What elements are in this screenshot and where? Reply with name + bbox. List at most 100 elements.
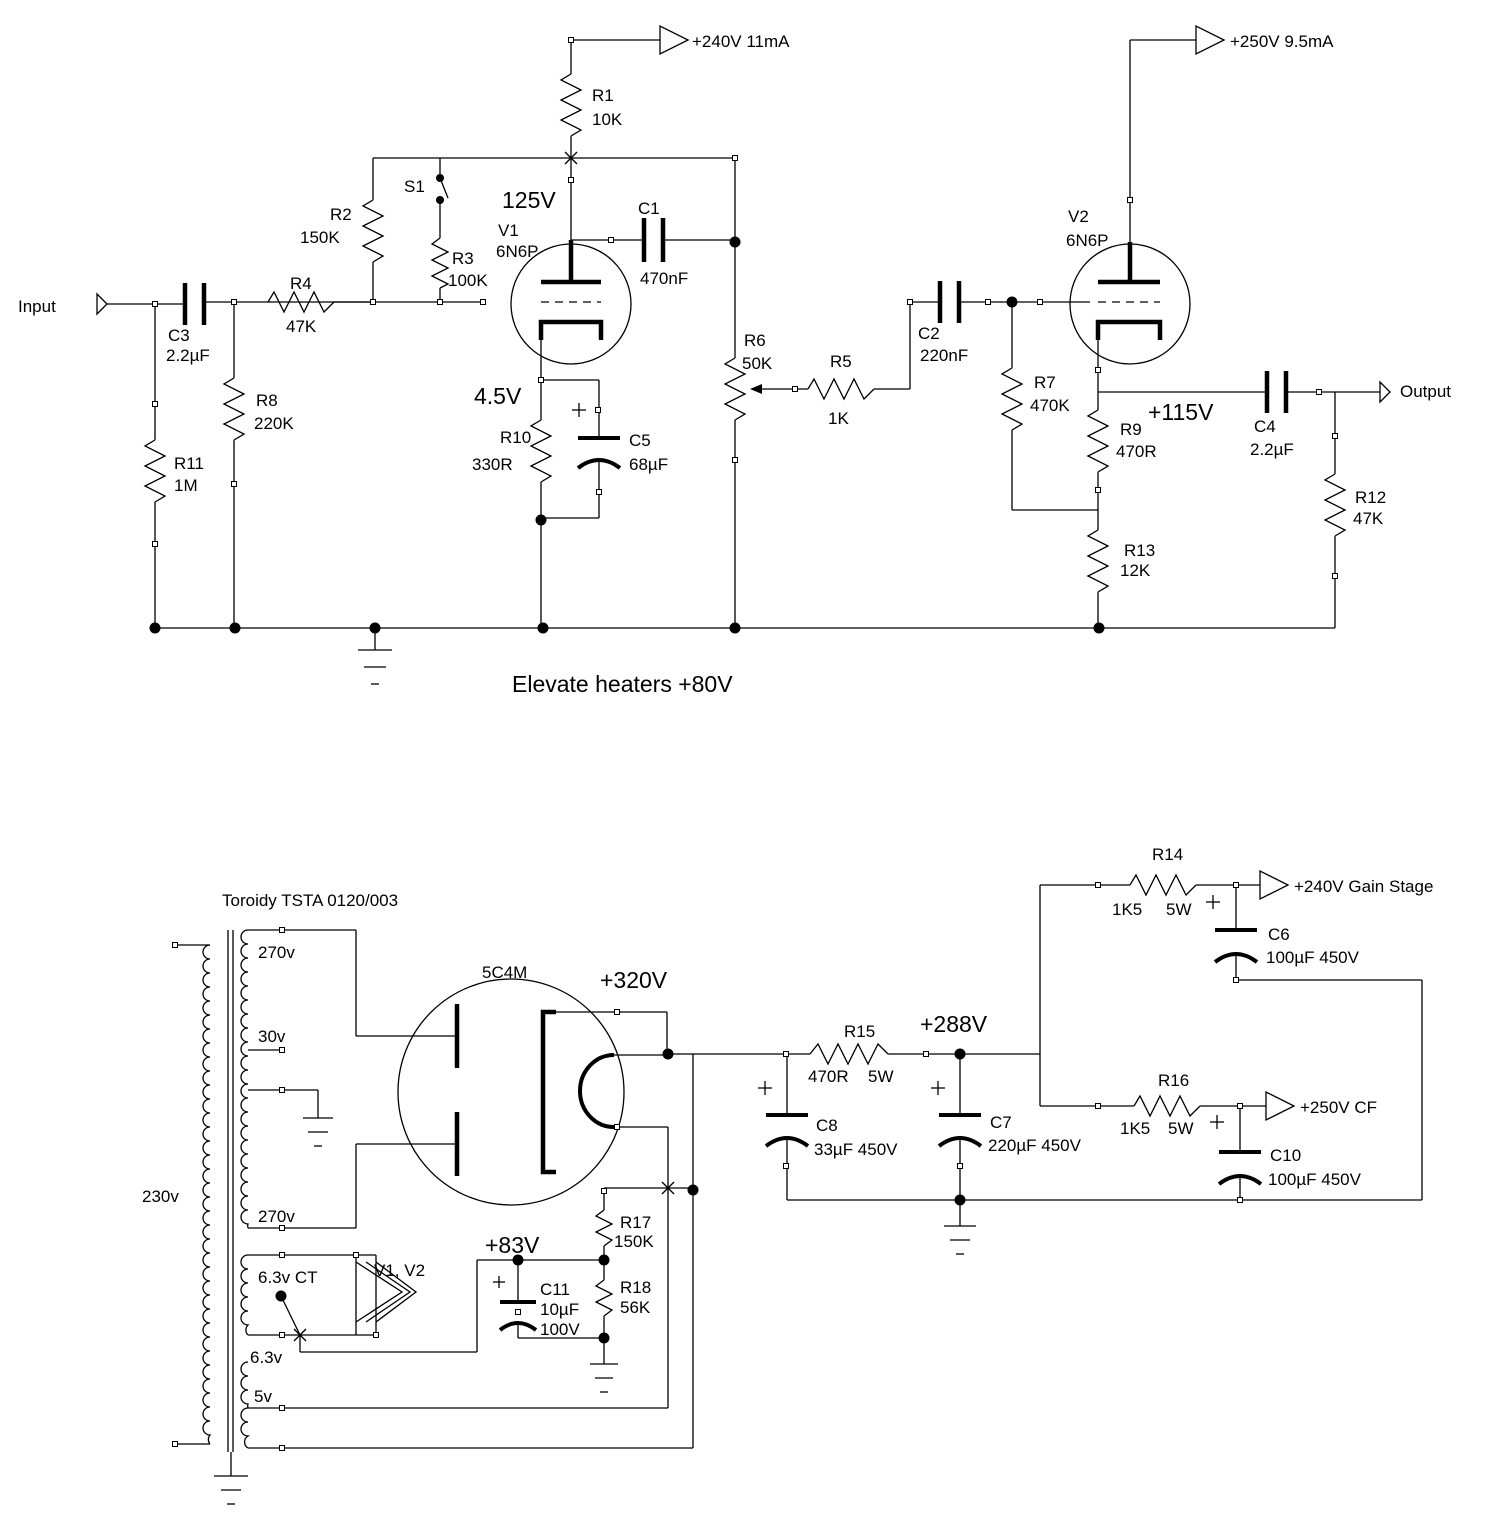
c2-ref: C2 — [918, 324, 940, 343]
r18-ref: R18 — [620, 1278, 651, 1297]
pin-marker — [437, 299, 443, 305]
resistor-r10 — [529, 380, 553, 628]
pin-marker — [568, 37, 574, 43]
pin-marker — [279, 1225, 285, 1231]
c1-ref: C1 — [638, 199, 660, 218]
c11-ref: C11 — [540, 1280, 570, 1299]
c1-value: 470nF — [640, 269, 688, 288]
pin-marker — [1237, 1197, 1243, 1203]
pin-marker — [601, 1188, 607, 1194]
resistor-r12 — [1323, 392, 1347, 628]
heater-bias-voltage: +83V — [485, 1232, 540, 1258]
pin-marker — [231, 481, 237, 487]
pin-marker — [279, 927, 285, 933]
pin-marker — [1037, 299, 1043, 305]
transformer — [175, 929, 251, 1505]
heater-5v-label: 5v — [254, 1387, 272, 1406]
c5-value: 68µF — [629, 455, 668, 474]
resistor-r9 — [1086, 392, 1110, 530]
pin-marker — [732, 155, 738, 161]
psu-junction-dots — [275, 1048, 966, 1344]
pin-marker — [152, 401, 158, 407]
pin-marker — [1095, 487, 1101, 493]
c11-value: 10µF — [540, 1300, 579, 1319]
pin-marker — [907, 299, 913, 305]
r7-value: 470K — [1030, 396, 1070, 415]
tube-v1 — [510, 240, 632, 380]
output-label: Output — [1400, 382, 1451, 401]
pin-marker — [595, 407, 601, 413]
r10-ref: R10 — [500, 428, 531, 447]
r16-ref: R16 — [1158, 1071, 1189, 1090]
resistor-r1 — [559, 73, 583, 240]
c5-ref: C5 — [629, 431, 651, 450]
c2-value: 220nF — [920, 346, 968, 365]
sec-top-label: 270v — [258, 943, 295, 962]
pin-marker — [792, 386, 798, 392]
pin-marker — [1095, 367, 1101, 373]
r8-ref: R8 — [256, 391, 278, 410]
pin-marker — [1233, 977, 1239, 983]
pin-marker — [279, 1445, 285, 1451]
r1-ref: R1 — [592, 86, 614, 105]
out-cf-label: +250V CF — [1300, 1098, 1377, 1117]
pin-marker — [1095, 882, 1101, 888]
resistor-r11 — [143, 304, 167, 628]
rail-250v — [1129, 24, 1226, 242]
pin-marker — [923, 1051, 929, 1057]
resistor-r17 — [594, 1188, 614, 1280]
output-terminal — [1379, 380, 1391, 404]
s1-label: S1 — [404, 177, 425, 196]
resistor-r16 — [1133, 1090, 1296, 1122]
pin-markers — [152, 37, 1338, 1451]
primary-label: 230v — [142, 1187, 179, 1206]
pin-marker — [732, 457, 738, 463]
capacitor-c4 — [1098, 371, 1380, 413]
rectifier-tube — [397, 978, 669, 1408]
pin-marker — [480, 299, 486, 305]
pin-marker — [1332, 433, 1338, 439]
pin-marker — [783, 1163, 789, 1169]
pin-marker — [1237, 1103, 1243, 1109]
pin-marker — [568, 177, 574, 183]
resistor-r7 — [1000, 302, 1098, 511]
pin-marker — [538, 377, 544, 383]
heater-wiring — [248, 1254, 478, 1353]
pin-marker — [985, 299, 991, 305]
r11-value: 1M — [174, 476, 198, 495]
pin-marker — [608, 237, 614, 243]
r13-ref: R13 — [1124, 541, 1155, 560]
r12-ref: R12 — [1355, 488, 1386, 507]
r14-ref: R14 — [1152, 845, 1183, 864]
v2-type: 6N6P — [1066, 231, 1109, 250]
c4-ref: C4 — [1254, 417, 1276, 436]
branch-wiring — [1039, 884, 1134, 1107]
resistor-r13 — [1086, 529, 1110, 628]
rail-240v — [570, 24, 690, 74]
c10-value: 100µF 450V — [1268, 1170, 1362, 1189]
pin-marker — [353, 1252, 359, 1258]
heater-b-label: 6.3v — [250, 1348, 283, 1367]
rail-250v-label: +250V 9.5mA — [1230, 32, 1334, 51]
r1-value: 10K — [592, 110, 623, 129]
r2-value: 150K — [300, 228, 340, 247]
pin-marker — [1095, 1103, 1101, 1109]
r3-value: 100K — [448, 271, 488, 290]
amplifier-schematic: Input Output +240V 11mA +250V 9.5mA 125V… — [18, 24, 1451, 697]
r15-value: 470R — [808, 1067, 849, 1086]
c8-value: 33µF 450V — [814, 1140, 898, 1159]
pin-marker — [279, 1405, 285, 1411]
pin-marker — [596, 489, 602, 495]
pin-marker — [152, 541, 158, 547]
r5-value: 1K — [828, 409, 849, 428]
capacitor-c3 — [182, 283, 370, 325]
heater-tubes-label: V1, V2 — [374, 1261, 425, 1280]
pin-marker — [279, 1047, 285, 1053]
capacitor-c7 — [931, 1054, 983, 1255]
c10-ref: C10 — [1270, 1146, 1301, 1165]
r6-ref: R6 — [744, 331, 766, 350]
tube-v2 — [1069, 242, 1191, 392]
capacitor-c1 — [571, 218, 735, 262]
r18-value: 56K — [620, 1298, 651, 1317]
